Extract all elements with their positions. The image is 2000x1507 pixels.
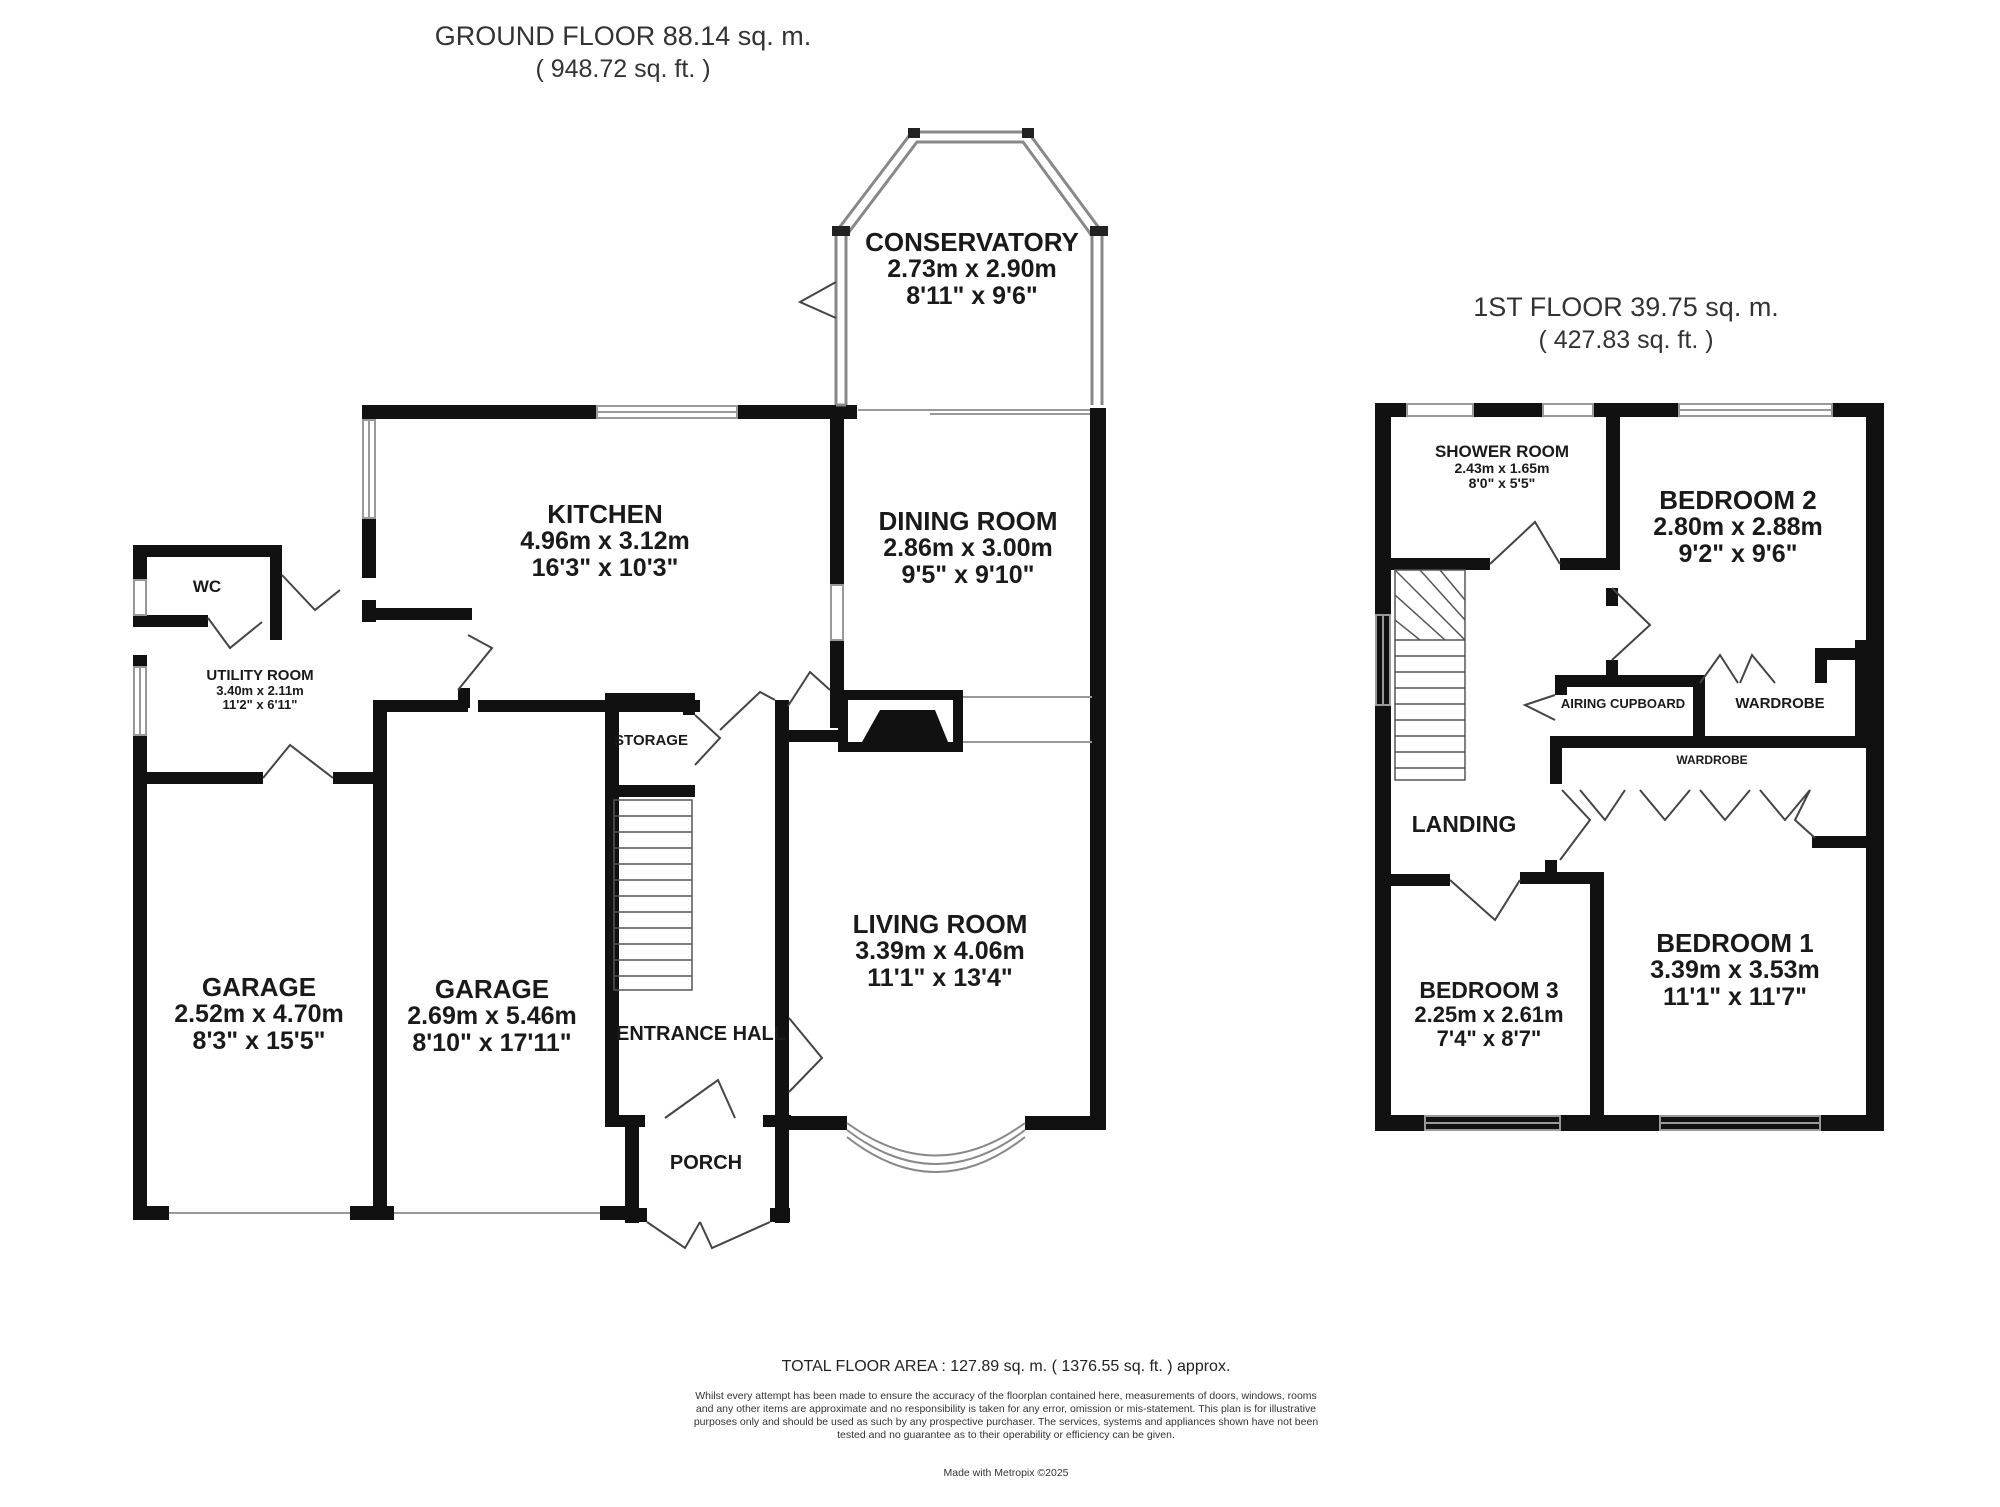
room-imperial: 7'4" x 8'7" xyxy=(1436,1025,1542,1051)
room-imperial: 16'3" x 10'3" xyxy=(531,554,679,583)
disclaimer-text: Whilst every attempt has been made to en… xyxy=(693,1390,1319,1442)
room-metric: 2.25m x 2.61m xyxy=(1414,1001,1564,1027)
room-label-dining-room: DINING ROOM 2.86m x 3.00m 9'5" x 9'10" xyxy=(878,507,1057,589)
room-metric: 3.39m x 4.06m xyxy=(855,937,1025,966)
total-floor-area: TOTAL FLOOR AREA : 127.89 sq. m. ( 1376.… xyxy=(781,1358,1231,1375)
room-imperial: 8'3" x 15'5" xyxy=(192,1027,326,1056)
room-metric: 2.73m x 2.90m xyxy=(887,255,1057,284)
first-floor-title: 1ST FLOOR 39.75 sq. m. xyxy=(1473,292,1779,322)
room-name: KITCHEN xyxy=(547,499,663,529)
chimney-breast xyxy=(848,700,953,742)
room-label-wardrobe-bedroom-1: WARDROBE xyxy=(1676,753,1748,767)
room-name: BEDROOM 1 xyxy=(1656,928,1814,958)
room-imperial: 11'2" x 6'11" xyxy=(222,697,298,713)
room-label-airing-cupboard: AIRING CUPBOARD xyxy=(1560,696,1686,711)
room-name: GARAGE xyxy=(434,974,550,1004)
room-label-kitchen: KITCHEN 4.96m x 3.12m 16'3" x 10'3" xyxy=(520,500,690,582)
room-imperial: 9'2" x 9'6" xyxy=(1678,540,1798,569)
conservatory-posts xyxy=(832,128,1108,236)
room-name: LIVING ROOM xyxy=(852,909,1028,939)
room-label-porch: PORCH xyxy=(669,1152,743,1174)
first-floor-doors xyxy=(1449,520,1816,922)
room-label-garage-1: GARAGE 2.52m x 4.70m 8'3" x 15'5" xyxy=(174,973,344,1055)
room-imperial: 11'1" x 13'4" xyxy=(867,964,1013,993)
room-label-utility-room: UTILITY ROOM 3.40m x 2.11m 11'2" x 6'11" xyxy=(206,667,314,713)
room-metric: 2.80m x 2.88m xyxy=(1653,513,1823,542)
room-metric: 2.86m x 3.00m xyxy=(883,534,1053,563)
room-imperial: 8'11" x 9'6" xyxy=(906,282,1038,311)
ground-floor-area-sqft: ( 948.72 sq. ft. ) xyxy=(535,55,711,83)
first-floor-area-sqft: ( 427.83 sq. ft. ) xyxy=(1538,326,1714,354)
room-label-shower-room: SHOWER ROOM 2.43m x 1.65m 8'0" x 5'5" xyxy=(1434,442,1570,492)
room-name: BEDROOM 3 xyxy=(1419,977,1559,1003)
room-metric: 2.69m x 5.46m xyxy=(407,1002,577,1031)
room-name: CONSERVATORY xyxy=(865,227,1079,257)
room-label-bedroom-2: BEDROOM 2 2.80m x 2.88m 9'2" x 9'6" xyxy=(1653,486,1823,568)
metropix-credit: Made with Metropix ©2025 xyxy=(943,1467,1069,1479)
room-name: GARAGE xyxy=(201,972,317,1002)
room-name: BEDROOM 2 xyxy=(1659,485,1817,515)
room-name: SHOWER ROOM xyxy=(1434,442,1570,461)
room-imperial: 8'0" x 5'5" xyxy=(1468,475,1536,492)
room-label-landing: LANDING xyxy=(1411,811,1517,837)
room-metric: 2.43m x 1.65m xyxy=(1454,460,1550,477)
room-label-storage: STORAGE xyxy=(614,732,688,749)
first-floor-windows xyxy=(1375,403,1833,1131)
room-metric: 4.96m x 3.12m xyxy=(520,527,690,556)
room-label-wardrobe-bedroom-2: WARDROBE xyxy=(1735,695,1825,712)
room-label-bedroom-1: BEDROOM 1 3.39m x 3.53m 11'1" x 11'7" xyxy=(1650,929,1820,1011)
ground-floor-staircase xyxy=(613,799,693,991)
room-label-bedroom-3: BEDROOM 3 2.25m x 2.61m 7'4" x 8'7" xyxy=(1414,978,1563,1050)
room-name: UTILITY ROOM xyxy=(206,667,314,684)
room-label-entrance-hall: ENTRANCE HALL xyxy=(616,1023,786,1045)
room-name: DINING ROOM xyxy=(878,506,1058,536)
room-label-garage-2: GARAGE 2.69m x 5.46m 8'10" x 17'11" xyxy=(407,975,577,1057)
first-floor-walls xyxy=(1375,403,1884,1131)
room-metric: 3.39m x 3.53m xyxy=(1650,956,1820,985)
room-metric: 2.52m x 4.70m xyxy=(174,1000,344,1029)
ground-floor-doors xyxy=(207,281,837,1250)
room-imperial: 11'1" x 11'7" xyxy=(1662,983,1808,1012)
room-metric: 3.40m x 2.11m xyxy=(216,683,304,699)
room-label-conservatory: CONSERVATORY 2.73m x 2.90m 8'11" x 9'6" xyxy=(865,228,1079,310)
conservatory-glazing xyxy=(834,130,1104,407)
room-label-living-room: LIVING ROOM 3.39m x 4.06m 11'1" x 13'4" xyxy=(853,910,1028,992)
room-imperial: 9'5" x 9'10" xyxy=(901,561,1035,590)
room-label-wc: WC xyxy=(192,577,222,596)
ground-floor-title: GROUND FLOOR 88.14 sq. m. xyxy=(434,21,812,51)
ground-floor-windows xyxy=(133,405,1092,1214)
room-imperial: 8'10" x 17'11" xyxy=(412,1029,572,1058)
first-floor-staircase xyxy=(1394,569,1466,781)
living-room-bay-window xyxy=(846,1122,1026,1173)
